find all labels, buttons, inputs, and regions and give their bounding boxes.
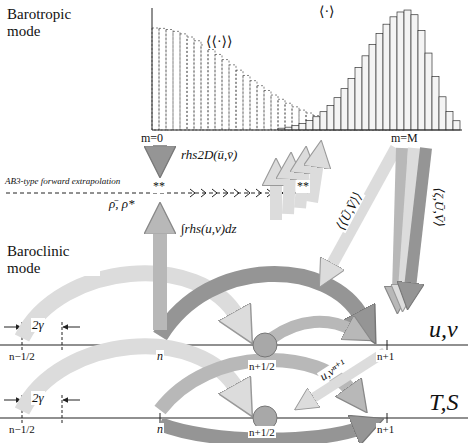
weight-bar: [362, 56, 369, 130]
time-label: n−1/2: [8, 350, 36, 362]
weight-bar: [439, 97, 446, 130]
dimension-label: 2γ: [31, 391, 45, 405]
marker-symbol: **: [152, 180, 166, 193]
weight-bar: [453, 121, 460, 130]
weight-bar: [355, 67, 362, 130]
weight-bar: [432, 77, 439, 130]
weight-bar: [425, 53, 432, 130]
filter-bar: [250, 81, 257, 130]
weight-bar: [369, 44, 376, 130]
filter-bar: [180, 34, 187, 130]
filter-bar: [264, 90, 271, 130]
dimension-label: 2γ: [31, 318, 45, 332]
chevron: [234, 189, 239, 197]
filter-bar: [243, 75, 250, 130]
weight-bar: [306, 121, 313, 130]
time-label: n+1: [376, 423, 395, 435]
weight-bar: [397, 12, 404, 130]
weight-bar: [446, 111, 453, 130]
variable-label: ρ̄, ρ*: [108, 197, 135, 211]
filter-bar: [173, 31, 180, 130]
filter-bar: [229, 65, 236, 130]
weight-bar: [418, 31, 425, 130]
operator-label: ⟨⟨·⟩⟩: [205, 34, 234, 49]
time-label: n+1/2: [248, 426, 276, 438]
weight-bar: [334, 98, 341, 130]
chevron: [190, 189, 195, 197]
mode-title: Baroclinic mode: [6, 243, 100, 276]
filter-bar: [201, 45, 208, 130]
filter-bar: [313, 116, 320, 130]
time-label: n: [156, 350, 164, 363]
filter-bar: [306, 113, 313, 130]
filter-bar: [285, 103, 292, 130]
operator-label: ⟨·⟩: [318, 4, 336, 19]
filter-bar: [159, 28, 166, 130]
chevron: [223, 189, 228, 197]
filter-bar: [222, 60, 229, 130]
variable-label: u,v: [428, 316, 459, 342]
filter-bar: [187, 37, 194, 130]
filter-bar: [257, 86, 264, 130]
filter-bar: [278, 99, 285, 130]
variable-label: T,S: [428, 389, 460, 415]
chevron: [201, 189, 206, 197]
filter-bar: [236, 70, 243, 130]
weight-bar: [348, 78, 355, 130]
weight-bar: [299, 124, 306, 130]
marker-symbol: **: [296, 180, 310, 193]
chevron: [245, 189, 250, 197]
weight-bar: [376, 34, 383, 130]
weight-bar: [320, 112, 327, 130]
weight-bar: [313, 117, 320, 130]
term-label: rhs2D(ū,v̄): [180, 148, 238, 162]
index-label: m=M: [390, 132, 419, 145]
weight-bar: [390, 17, 397, 130]
weight-bar: [404, 10, 411, 130]
filter-bar: [271, 95, 278, 130]
variable-label: ⟨ζ,Ū,V̄⟩: [431, 187, 445, 228]
time-label: n−1/2: [8, 423, 36, 435]
chevron: [212, 189, 217, 197]
filter-bar: [194, 41, 201, 130]
time-label: n: [156, 423, 164, 436]
weight-bar: [292, 126, 299, 130]
filter-bar: [152, 28, 159, 130]
chevron: [256, 189, 261, 197]
weight-bar: [341, 89, 348, 130]
filter-bar: [292, 107, 299, 130]
weight-bar: [383, 24, 390, 130]
filter-bar: [299, 110, 306, 130]
note-text: AB3-type forward extrapolation: [4, 177, 121, 187]
weight-bar: [411, 15, 418, 130]
mode-title: Barotropic mode: [6, 6, 100, 39]
filter-bar: [208, 50, 215, 130]
time-label: n+1/2: [248, 360, 276, 372]
weight-bar: [327, 105, 334, 130]
time-label: n+1: [376, 350, 395, 362]
filter-bar: [166, 30, 173, 130]
histogram: [152, 10, 460, 130]
term-label: ∫rhs(u,v)dz: [180, 222, 238, 236]
index-label: m=0: [140, 132, 164, 145]
filter-bar: [215, 54, 222, 130]
